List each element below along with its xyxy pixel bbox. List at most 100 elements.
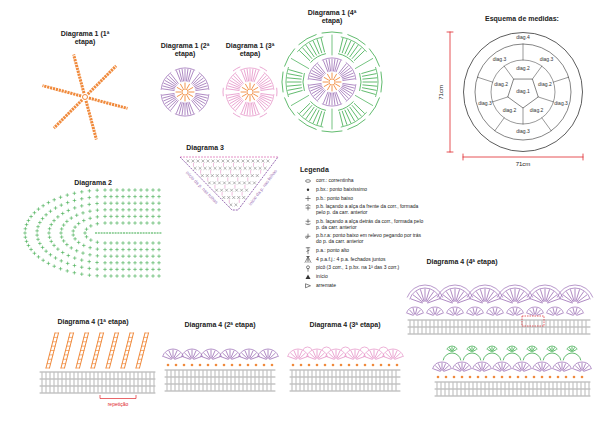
- cross-stitch: [60, 196, 61, 199]
- base-stitch: [546, 321, 547, 326]
- cross-stitch: [140, 209, 143, 210]
- base-stitch: [489, 383, 490, 388]
- base-stitch: [259, 378, 260, 383]
- x-stitch: [249, 167, 251, 169]
- fan-arc: [410, 288, 441, 299]
- fan-stitch: [513, 350, 516, 352]
- base-stitch: [263, 371, 264, 376]
- x-stitch: [226, 174, 228, 176]
- fan-arc: [346, 84, 356, 102]
- fan-arc: [486, 307, 503, 313]
- region-label: diag.2: [494, 82, 508, 88]
- fan-stitch: [546, 290, 550, 301]
- x-stitch: [230, 204, 232, 206]
- cross-stitch: [97, 209, 98, 212]
- base-stitch: [66, 387, 67, 392]
- orange-dot: [300, 364, 303, 367]
- cross-stitch: [152, 209, 155, 210]
- cross-stitch: [147, 242, 148, 245]
- x-stitch: [229, 167, 231, 169]
- segment-line: [495, 118, 504, 131]
- base-stitch: [372, 385, 373, 390]
- fan-stitch: [410, 310, 414, 314]
- cross-stitch: [77, 242, 80, 243]
- fan-stitch: [348, 109, 355, 121]
- base-stitch: [126, 380, 127, 385]
- fan-stitch: [251, 103, 253, 115]
- base-stitch: [207, 378, 208, 383]
- green-chain: [291, 96, 308, 106]
- fan-arc: [297, 112, 323, 127]
- x-stitch: [256, 174, 258, 176]
- fan-stitch: [192, 350, 193, 358]
- orange-dot: [372, 364, 375, 367]
- region-box: diag.3: [477, 101, 493, 107]
- fan-arc: [162, 349, 183, 357]
- x-stitch: [236, 174, 238, 176]
- x-stitch: [221, 174, 223, 176]
- base-stitch: [529, 383, 530, 388]
- chain-arc: [233, 67, 240, 71]
- fan-stitch: [577, 313, 583, 315]
- fan-arc: [567, 346, 578, 349]
- tall-stitch-rung: [76, 368, 80, 369]
- cross-stitch: [48, 233, 51, 234]
- dimension-tick: [463, 154, 464, 160]
- fan-stitch: [351, 351, 354, 358]
- base-stitch: [352, 378, 353, 383]
- tall-stitch-rung: [136, 368, 140, 369]
- x-stitch: [252, 160, 254, 162]
- region-label: diag.4: [516, 35, 530, 41]
- base-stitch: [438, 321, 439, 326]
- cross-stitch: [104, 249, 107, 250]
- cross-stitch: [122, 216, 125, 217]
- cross-stitch: [111, 222, 112, 225]
- base-stitch: [344, 385, 345, 390]
- base-stitch: [247, 371, 248, 376]
- fan-stitch: [515, 289, 516, 301]
- tick-stitch: [223, 163, 224, 166]
- tick-stitch: [247, 178, 248, 181]
- base-stitch: [538, 328, 539, 333]
- fan-stitch: [564, 369, 571, 371]
- cross-stitch: [129, 189, 130, 192]
- tall-stitch-rung: [143, 341, 147, 342]
- base-stitch: [308, 378, 309, 383]
- x-stitch: [187, 160, 189, 162]
- cross-stitch: [96, 262, 99, 263]
- base-stitch: [134, 387, 135, 392]
- green-chain: [463, 353, 481, 360]
- cross-stitch: [141, 195, 142, 198]
- fan-stitch: [487, 313, 493, 315]
- tick-stitch: [214, 185, 215, 188]
- x-stitch: [233, 182, 235, 184]
- base-stitch: [557, 390, 558, 395]
- x-stitch: [243, 182, 245, 184]
- legend-symbol: [308, 269, 309, 272]
- cross-stitch: [96, 203, 99, 204]
- fan-arc: [322, 104, 342, 106]
- base-row: [40, 372, 155, 373]
- fan-stitch: [389, 351, 392, 358]
- fan-stitch: [536, 292, 543, 302]
- center-stitch: [335, 84, 339, 87]
- repeat-label: repetição: [108, 402, 129, 408]
- fan-stitch: [227, 89, 239, 91]
- cross-stitch: [67, 262, 68, 265]
- cross-stitch: [158, 269, 161, 270]
- base-stitch: [458, 321, 459, 326]
- base-stitch: [292, 385, 293, 390]
- fan-stitch: [329, 59, 331, 71]
- cross-stitch: [116, 190, 119, 191]
- tall-stitch-rung: [91, 368, 95, 369]
- cross-stitch: [135, 222, 136, 225]
- base-stitch: [122, 380, 123, 385]
- base-stitch: [466, 321, 467, 326]
- cross-stitch: [25, 241, 28, 242]
- cross-stitch: [116, 276, 119, 277]
- fan-stitch: [162, 89, 174, 91]
- base-stitch: [585, 383, 586, 388]
- cross-stitch: [159, 189, 160, 192]
- fan-stitch: [416, 310, 420, 314]
